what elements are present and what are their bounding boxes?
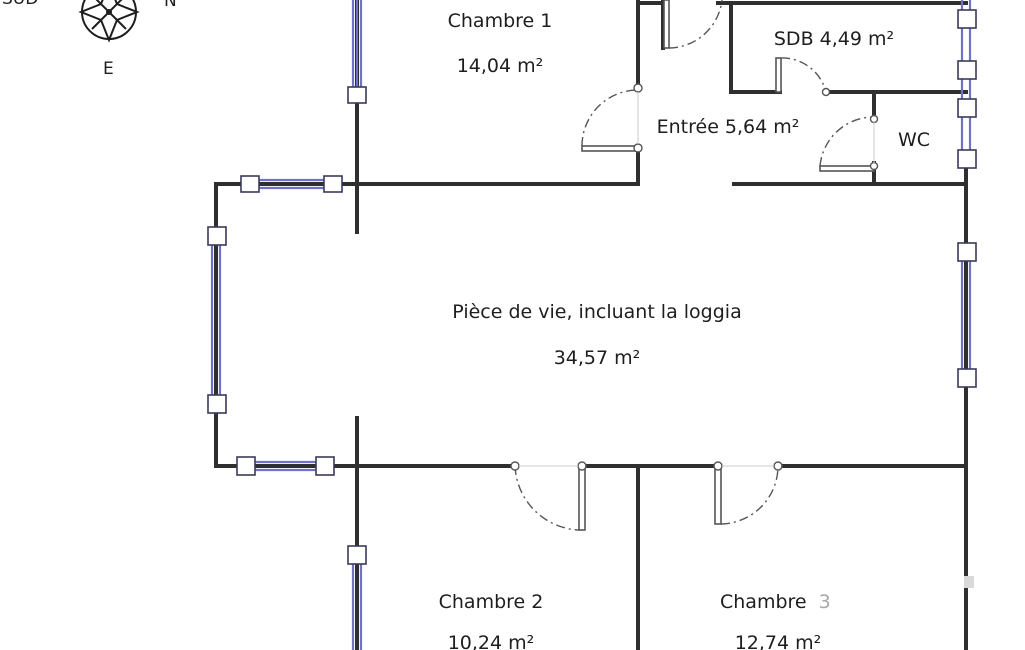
compass-center xyxy=(106,9,112,15)
wc-label: WC xyxy=(898,129,930,151)
windows xyxy=(207,0,977,650)
door-corridor-top xyxy=(663,0,723,49)
compass-south-label: E xyxy=(103,59,114,79)
room-labels: Chambre 1 14,04 m² SDB 4,49 m² Entrée 5,… xyxy=(439,10,930,650)
chambre3-number: 3 xyxy=(819,591,831,613)
compass-ring xyxy=(81,0,137,40)
chambre2-name: Chambre 2 xyxy=(439,591,544,613)
watermark-fragment xyxy=(964,576,974,588)
door-chambre2 xyxy=(510,461,587,531)
chambre1-name: Chambre 1 xyxy=(448,10,553,32)
doors xyxy=(510,0,879,531)
chambre3-name-word: Chambre xyxy=(720,591,807,613)
window-right-top xyxy=(957,0,977,169)
piece-de-vie-area: 34,57 m² xyxy=(554,347,641,369)
entree-label: Entrée 5,64 m² xyxy=(657,116,800,138)
window-loggia-top xyxy=(240,175,343,193)
piece-de-vie-name: Pièce de vie, incluant la loggia xyxy=(452,301,741,323)
compass-east-label: N xyxy=(164,0,177,11)
walls xyxy=(214,0,968,650)
window-right-living xyxy=(957,242,977,388)
compass-rose: SUD N E xyxy=(2,0,177,79)
compass-star xyxy=(78,0,140,43)
door-wc xyxy=(819,114,879,172)
chambre2-area: 10,24 m² xyxy=(448,632,535,650)
chambre3-name: Chambre 3 xyxy=(720,591,831,613)
door-chambre3 xyxy=(713,461,783,525)
window-chambre1 xyxy=(347,0,367,104)
chambre1-area: 14,04 m² xyxy=(457,55,544,77)
sdb-label: SDB 4,49 m² xyxy=(774,28,894,50)
door-sdb xyxy=(775,57,831,97)
compass-west-label: SUD xyxy=(2,0,38,9)
window-chambre2 xyxy=(347,545,367,650)
window-loggia-left xyxy=(207,226,227,414)
chambre3-area: 12,74 m² xyxy=(735,632,822,650)
door-chambre1 xyxy=(581,83,643,153)
window-loggia-bottom xyxy=(236,456,335,476)
